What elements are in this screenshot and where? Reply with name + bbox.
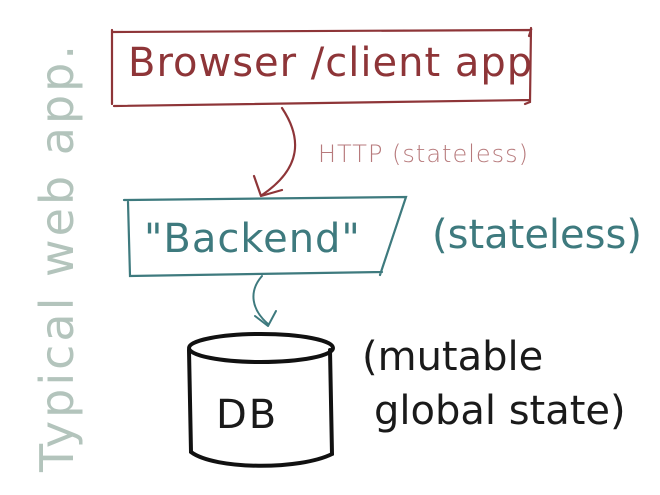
backend-box	[122, 195, 408, 278]
browser-box	[110, 26, 533, 108]
side-title: Typical web app.	[30, 42, 84, 472]
db-body	[187, 348, 335, 468]
db-arrow	[252, 275, 269, 325]
http-arrow	[260, 106, 297, 197]
db-arrowhead	[254, 310, 277, 327]
db-note-line1: (mutable	[362, 334, 544, 380]
http-arrowhead	[252, 174, 284, 198]
backend-label: "Backend"	[144, 216, 361, 262]
db-top	[187, 332, 335, 364]
db-label: DB	[216, 392, 279, 438]
backend-note: (stateless)	[432, 212, 642, 258]
browser-label: Browser /client app	[128, 40, 534, 86]
db-note-line2: global state)	[374, 388, 626, 434]
http-label: HTTP (stateless)	[318, 140, 530, 168]
